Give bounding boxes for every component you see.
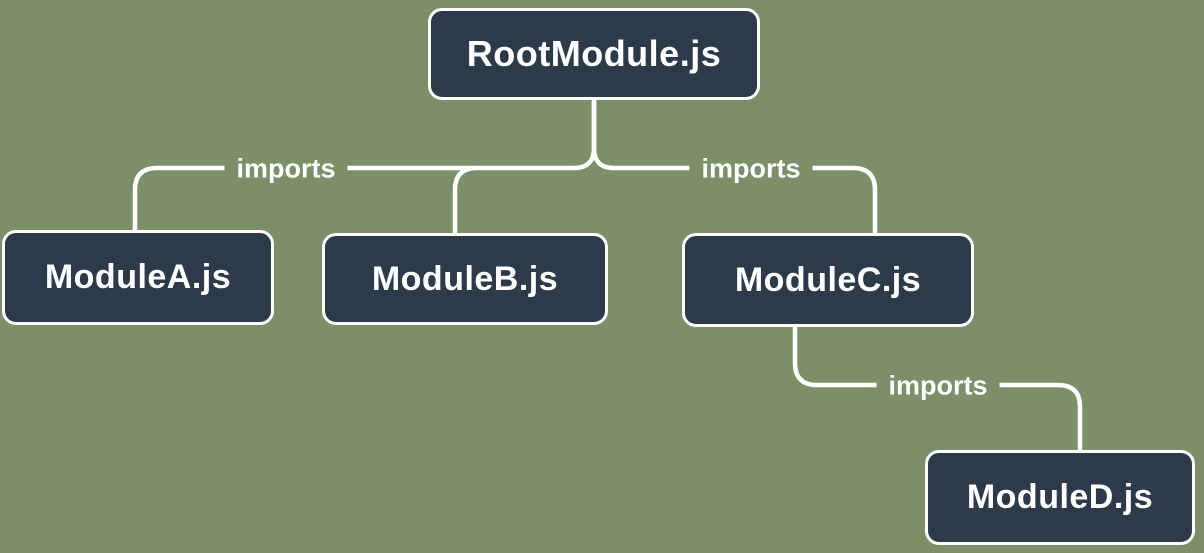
node-moduleb: ModuleB.js	[322, 233, 608, 325]
node-rootmodule: RootModule.js	[428, 8, 760, 100]
node-modulec: ModuleC.js	[682, 233, 974, 327]
edge-label-imports-left: imports	[224, 153, 348, 185]
connector-root-to-modulea	[132, 100, 597, 231]
edge-label-imports-bottom: imports	[876, 370, 1000, 402]
edge-label-imports-right: imports	[689, 153, 813, 185]
node-moduled: ModuleD.js	[925, 450, 1195, 545]
connector-root-to-moduleb	[452, 165, 478, 234]
node-modulea: ModuleA.js	[2, 230, 274, 325]
